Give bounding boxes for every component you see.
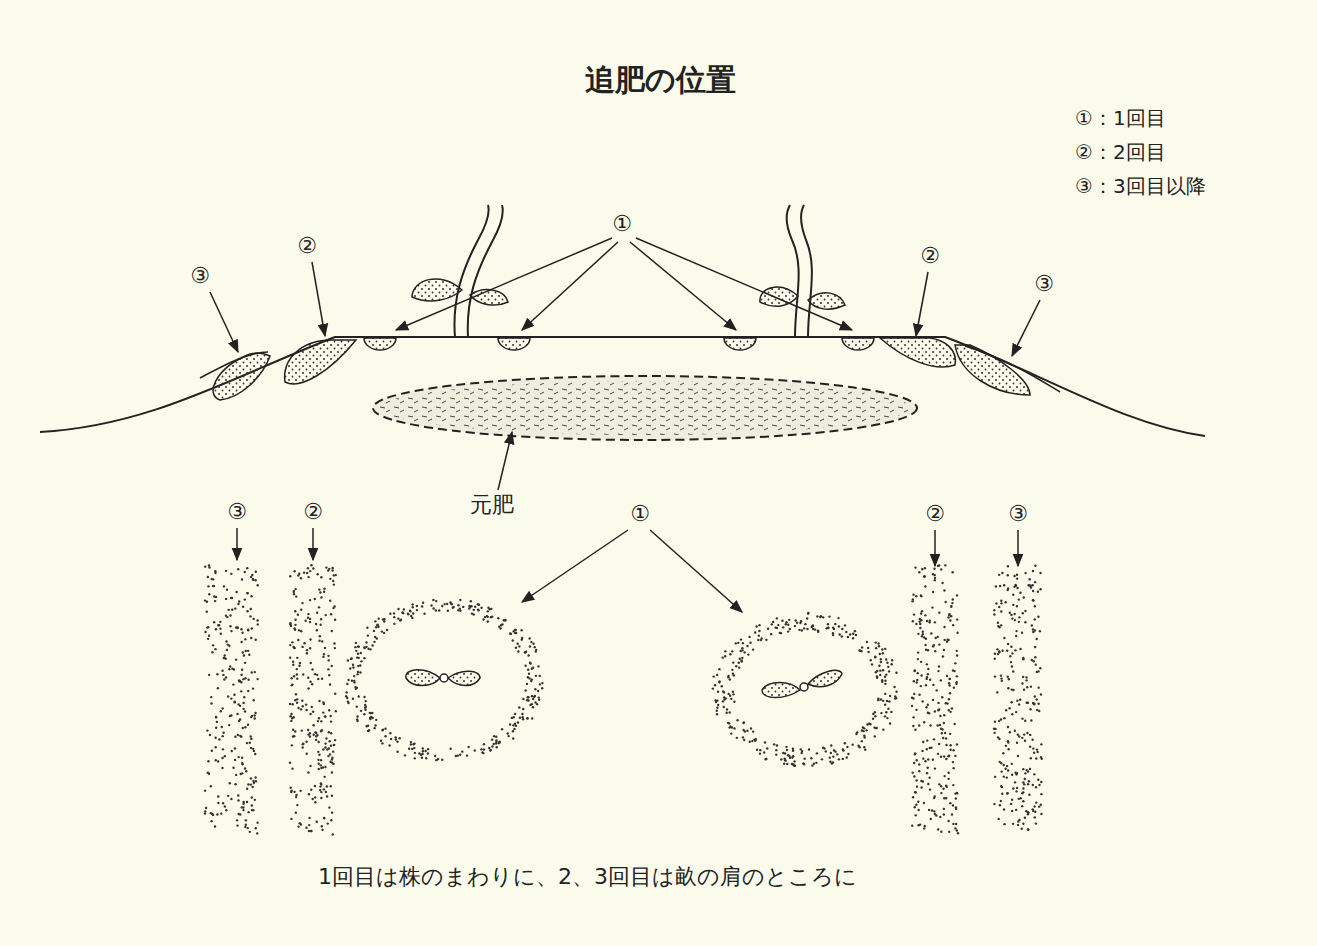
callout-number: ③	[1032, 271, 1056, 297]
callout-number: ③	[225, 499, 249, 525]
callout-number: ②	[301, 499, 325, 525]
callout-number: ③	[1006, 501, 1030, 527]
callout-number: ③	[188, 263, 212, 289]
callout-number: ②	[295, 233, 319, 259]
legend-text: ③：3回目以降	[1075, 174, 1206, 198]
callout-number: ②	[918, 243, 942, 269]
legend-text: ①：1回目	[1075, 106, 1166, 130]
legend-text: ②：2回目	[1075, 140, 1166, 164]
callout-number: ①	[610, 211, 634, 237]
diagram-title: 追肥の位置	[585, 62, 736, 98]
callout-number: ②	[923, 501, 947, 527]
figure-caption: 1回目は株のまわりに、2、3回目は畝の肩のところに	[318, 862, 918, 892]
callout-number: ①	[628, 501, 652, 527]
part-label: 元肥	[468, 492, 516, 518]
